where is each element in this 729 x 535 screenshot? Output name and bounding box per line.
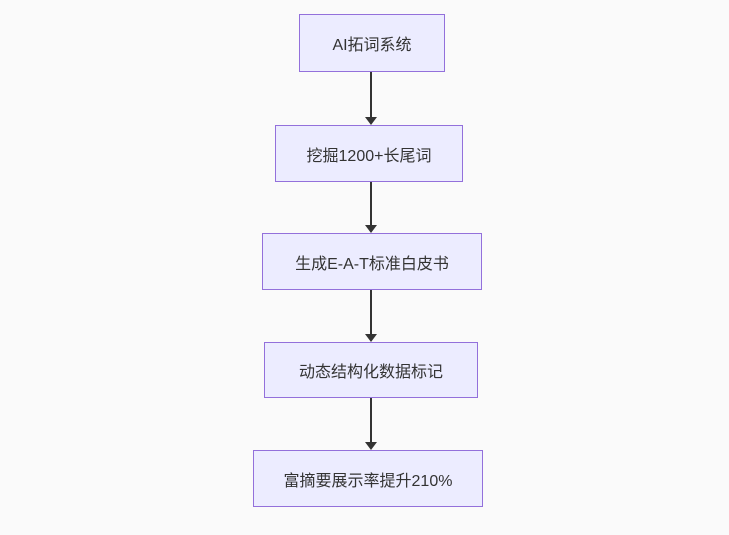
node-label: 动态结构化数据标记 — [298, 364, 443, 381]
flowchart-node-dynamic-structured-data-markup: 动态结构化数据标记 — [264, 342, 478, 398]
arrow-line — [370, 72, 372, 118]
arrowhead-down-icon — [365, 442, 377, 450]
flowchart-node-generate-eat-whitepaper: 生成E-A-T标准白皮书 — [262, 233, 482, 290]
arrow-line — [370, 398, 372, 443]
node-label: 挖掘1200+长尾词 — [306, 147, 432, 165]
arrow-line — [370, 290, 372, 335]
node-label: 生成E-A-T标准白皮书 — [295, 255, 449, 273]
arrowhead-down-icon — [365, 117, 377, 125]
flowchart-arrow-1 — [364, 72, 378, 125]
node-label: AI拓词系统 — [332, 37, 412, 54]
node-label: 富摘要展示率提升210% — [283, 472, 453, 490]
flowchart-node-rich-snippet-rate-increase: 富摘要展示率提升210% — [253, 450, 483, 507]
flowchart-arrow-2 — [364, 182, 378, 233]
flowchart-arrow-4 — [364, 398, 378, 450]
flowchart-node-mine-longtail-keywords: 挖掘1200+长尾词 — [275, 125, 463, 182]
arrowhead-down-icon — [365, 225, 377, 233]
flowchart-node-ai-word-expansion-system: AI拓词系统 — [299, 14, 445, 72]
arrow-line — [370, 182, 372, 226]
flowchart-arrow-3 — [364, 290, 378, 342]
arrowhead-down-icon — [365, 334, 377, 342]
